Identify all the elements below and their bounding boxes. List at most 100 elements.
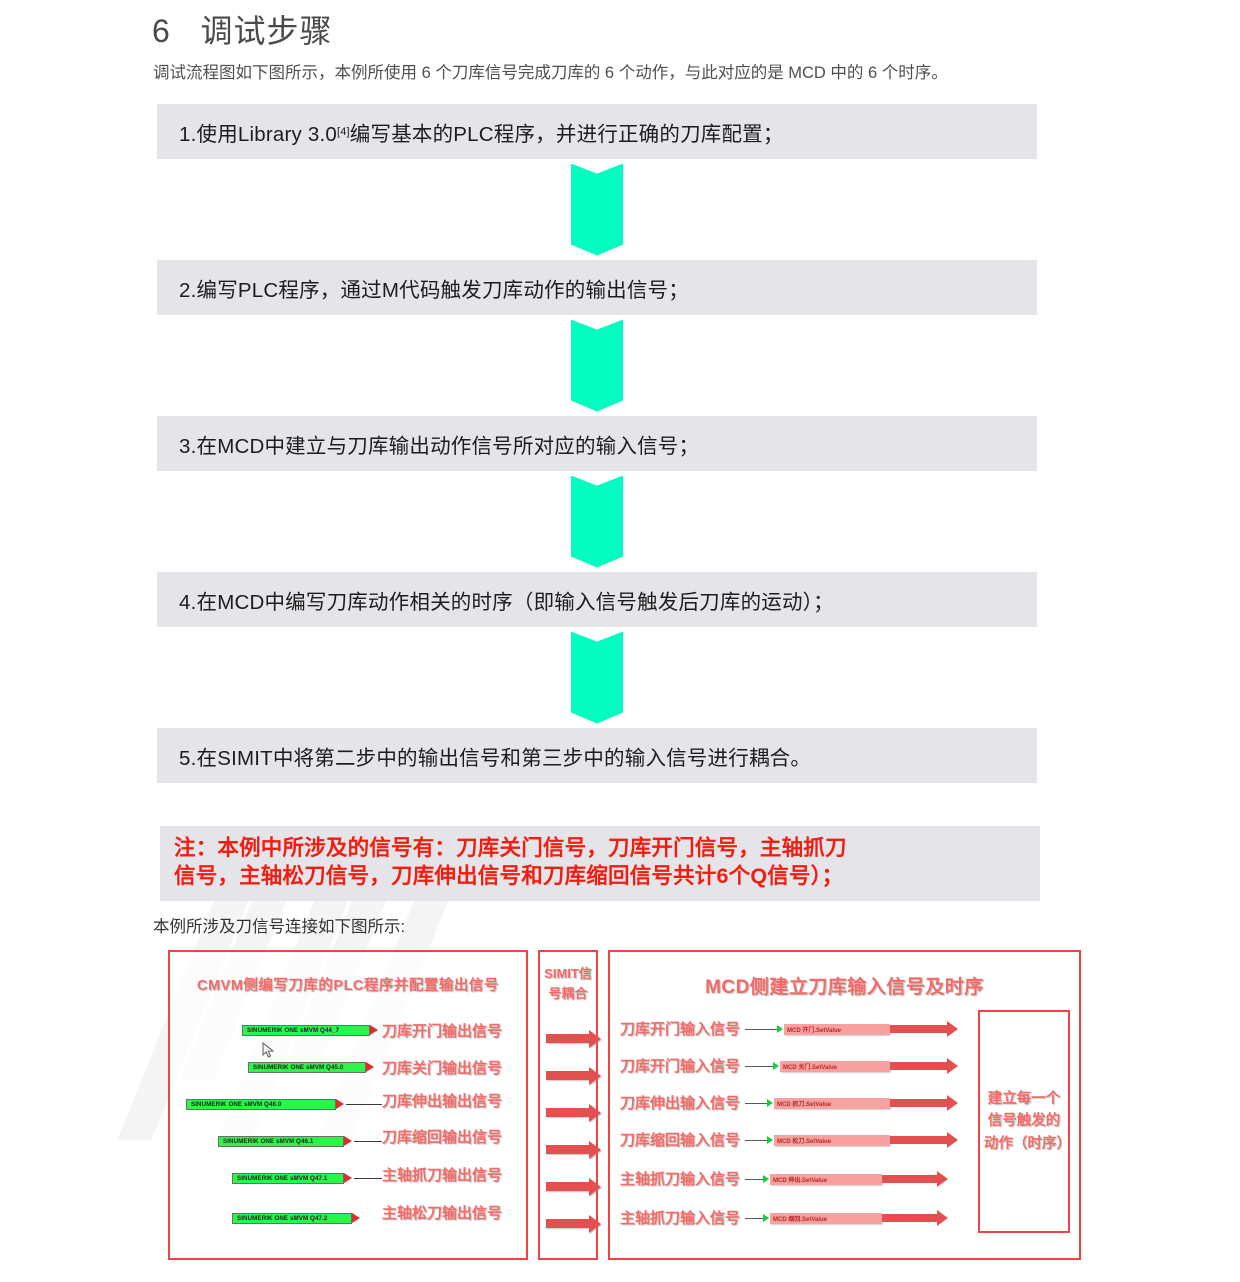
simit-panel-title: SIMIT信号耦合 <box>544 966 592 1001</box>
link-arrow-icon <box>890 1021 958 1037</box>
note-line-2: 信号，主轴松刀信号，刀库伸出信号和刀库缩回信号共计6个Q信号）； <box>174 864 844 889</box>
mcd-setvalue-pill: MCD 缩回.SetValue <box>770 1213 882 1224</box>
coupling-arrow-icon <box>546 1029 601 1048</box>
down-arrow-icon <box>571 475 623 568</box>
cmvm-signal-label: 刀库缩回输出信号 <box>382 1129 503 1146</box>
debug-steps-flowchart: 1.使用Library 3.0[4]编写基本的PLC程序，并进行正确的刀库配置；… <box>157 104 1037 783</box>
mcd-setvalue-pill: MCD 开门.SetValue <box>784 1024 890 1035</box>
green-arrowhead-icon <box>763 1214 769 1222</box>
flow-arrow-1 <box>157 159 1037 260</box>
cmvm-row-5: SINUMERIK ONE sMVM Q47.1 主轴抓刀输出信号 <box>170 1164 526 1201</box>
mcd-panel-title: MCD侧建立刀库输入信号及时序 <box>705 977 984 998</box>
action-sequence-box: 建立每一个信号触发的动作（时序） <box>978 1010 1071 1233</box>
mcd-panel: MCD侧建立刀库输入信号及时序 刀库开门输入信号 MCD 开门.SetValue… <box>608 950 1081 1260</box>
cmvm-panel: CMVM侧编写刀库的PLC程序并配置输出信号 SINUMERIK ONE sMV… <box>168 950 528 1260</box>
link-arrow-icon <box>882 1171 948 1187</box>
link-arrow-icon <box>890 1132 958 1148</box>
arrowhead-icon <box>344 1136 352 1146</box>
q-signal-pill: SINUMERIK ONE sMVM Q44_7 <box>242 1025 370 1036</box>
arrowhead-icon <box>370 1025 378 1035</box>
link-arrow-icon <box>882 1210 948 1226</box>
flow-step-1-superscript: [4] <box>336 125 350 138</box>
coupling-arrow-icon <box>546 1214 601 1233</box>
coupling-arrow-icon <box>546 1140 601 1159</box>
flow-step-5-text: 5.在SIMIT中将第二步中的输出信号和第三步中的输入信号进行耦合。 <box>179 746 812 770</box>
coupling-arrow-icon <box>546 1177 601 1196</box>
green-arrowhead-icon <box>767 1099 773 1107</box>
cmvm-signal-label: 刀库开门输出信号 <box>382 1023 503 1040</box>
connector-line <box>745 1066 773 1067</box>
flow-step-4: 4.在MCD中编写刀库动作相关的时序（即输入信号触发后刀库的运动）； <box>157 572 1037 627</box>
connector-line <box>346 1104 382 1105</box>
green-arrowhead-icon <box>777 1025 783 1033</box>
flow-step-2-text: 2.编写PLC程序，通过M代码触发刀库动作的输出信号； <box>179 278 689 302</box>
mouse-cursor-icon <box>262 1042 275 1058</box>
connector-line <box>745 1103 767 1104</box>
mcd-input-label: 刀库缩回输入信号 <box>620 1132 741 1149</box>
flow-arrow-4 <box>157 627 1037 728</box>
simit-panel: SIMIT信号耦合 <box>538 950 601 1260</box>
cmvm-row-2: SINUMERIK ONE sMVM Q45.0 刀库关门输出信号 <box>170 1053 526 1090</box>
cmvm-signal-rows: SINUMERIK ONE sMVM Q44_7 刀库开门输出信号 SINUME… <box>170 1016 526 1238</box>
mcd-row-2: 刀库开门输入信号 MCD 关门.SetValue <box>610 1053 1079 1090</box>
connector-line <box>354 1141 382 1142</box>
green-arrowhead-icon <box>763 1175 769 1183</box>
q-signal-pill: SINUMERIK ONE sMVM Q45.0 <box>248 1062 366 1073</box>
green-arrowhead-icon <box>773 1062 779 1070</box>
diagram-caption: 本例所涉及刀信号连接如下图所示: <box>153 918 406 936</box>
cmvm-row-1: SINUMERIK ONE sMVM Q44_7 刀库开门输出信号 <box>170 1016 526 1058</box>
mcd-input-label: 主轴抓刀输入信号 <box>620 1171 741 1188</box>
coupling-arrow-icon <box>546 1066 601 1085</box>
arrowhead-icon <box>352 1213 360 1223</box>
flow-step-1-suffix: 编写基本的PLC程序，并进行正确的刀库配置； <box>349 122 784 146</box>
simit-coupling-arrows <box>540 1020 601 1242</box>
flow-step-1-prefix: 1.使用Library 3.0 <box>179 122 337 146</box>
mcd-setvalue-pill: MCD 伸出.SetValue <box>770 1174 882 1185</box>
page-title: 6 调试步骤 <box>152 13 333 49</box>
cmvm-signal-label: 刀库伸出输出信号 <box>382 1093 503 1110</box>
flow-step-2: 2.编写PLC程序，通过M代码触发刀库动作的输出信号； <box>157 260 1037 315</box>
q-signal-pill: SINUMERIK ONE sMVM Q46.0 <box>186 1099 336 1110</box>
mcd-row-4: 刀库缩回输入信号 MCD 松刀.SetValue <box>610 1127 1079 1164</box>
mcd-signal-rows: 刀库开门输入信号 MCD 开门.SetValue 刀库开门输入信号 MCD 关门… <box>610 1016 1079 1238</box>
flow-step-4-text: 4.在MCD中编写刀库动作相关的时序（即输入信号触发后刀库的运动）； <box>179 590 834 614</box>
connector-line <box>745 1179 763 1180</box>
arrowhead-icon <box>336 1099 344 1109</box>
arrowhead-icon <box>344 1173 352 1183</box>
green-arrowhead-icon <box>767 1136 773 1144</box>
mcd-row-6: 主轴抓刀输入信号 MCD 缩回.SetValue <box>610 1201 1079 1238</box>
cmvm-signal-label: 刀库关门输出信号 <box>382 1060 503 1077</box>
mcd-row-5: 主轴抓刀输入信号 MCD 伸出.SetValue <box>610 1164 1079 1201</box>
cmvm-signal-label: 主轴松刀输出信号 <box>382 1205 503 1222</box>
cmvm-row-3: SINUMERIK ONE sMVM Q46.0 刀库伸出输出信号 <box>170 1090 526 1127</box>
mcd-setvalue-pill: MCD 松刀.SetValue <box>774 1135 890 1146</box>
cmvm-signal-label: 主轴抓刀输出信号 <box>382 1167 503 1184</box>
signal-connection-diagram: CMVM侧编写刀库的PLC程序并配置输出信号 SINUMERIK ONE sMV… <box>168 950 1081 1260</box>
cmvm-row-6: SINUMERIK ONE sMVM Q47.2 主轴松刀输出信号 <box>170 1201 526 1238</box>
cmvm-panel-title: CMVM侧编写刀库的PLC程序并配置输出信号 <box>197 978 499 994</box>
link-arrow-icon <box>890 1058 958 1074</box>
flow-arrow-3 <box>157 471 1037 572</box>
mcd-setvalue-pill: MCD 关门.SetValue <box>780 1061 890 1072</box>
flow-step-1: 1.使用Library 3.0[4]编写基本的PLC程序，并进行正确的刀库配置； <box>157 104 1037 159</box>
mcd-input-label: 刀库伸出输入信号 <box>620 1095 741 1112</box>
mcd-input-label: 刀库开门输入信号 <box>620 1058 741 1075</box>
q-signal-pill: SINUMERIK ONE sMVM Q47.1 <box>232 1173 344 1184</box>
down-arrow-icon <box>571 163 623 256</box>
q-signal-pill: SINUMERIK ONE sMVM Q47.2 <box>232 1213 352 1224</box>
mcd-row-1: 刀库开门输入信号 MCD 开门.SetValue <box>610 1016 1079 1053</box>
intro-paragraph: 调试流程图如下图所示，本例所使用 6 个刀库信号完成刀库的 6 个动作，与此对应… <box>153 64 948 82</box>
mcd-input-label: 主轴抓刀输入信号 <box>620 1210 741 1227</box>
coupling-arrow-icon <box>546 1103 601 1122</box>
arrowhead-icon <box>366 1062 374 1072</box>
mcd-input-label: 刀库开门输入信号 <box>620 1021 741 1038</box>
note-callout: 注：本例中所涉及的信号有：刀库关门信号，刀库开门信号，主轴抓刀 信号，主轴松刀信… <box>160 826 1040 901</box>
down-arrow-icon <box>571 319 623 412</box>
mcd-setvalue-pill: MCD 抓刀.SetValue <box>774 1098 890 1109</box>
connector-line <box>745 1140 767 1141</box>
note-line-1: 注：本例中所涉及的信号有：刀库关门信号，刀库开门信号，主轴抓刀 <box>174 836 847 860</box>
connector-line <box>745 1218 763 1219</box>
flow-step-3: 3.在MCD中建立与刀库输出动作信号所对应的输入信号； <box>157 416 1037 471</box>
mcd-row-3: 刀库伸出输入信号 MCD 抓刀.SetValue <box>610 1090 1079 1127</box>
connector-line <box>354 1178 382 1179</box>
